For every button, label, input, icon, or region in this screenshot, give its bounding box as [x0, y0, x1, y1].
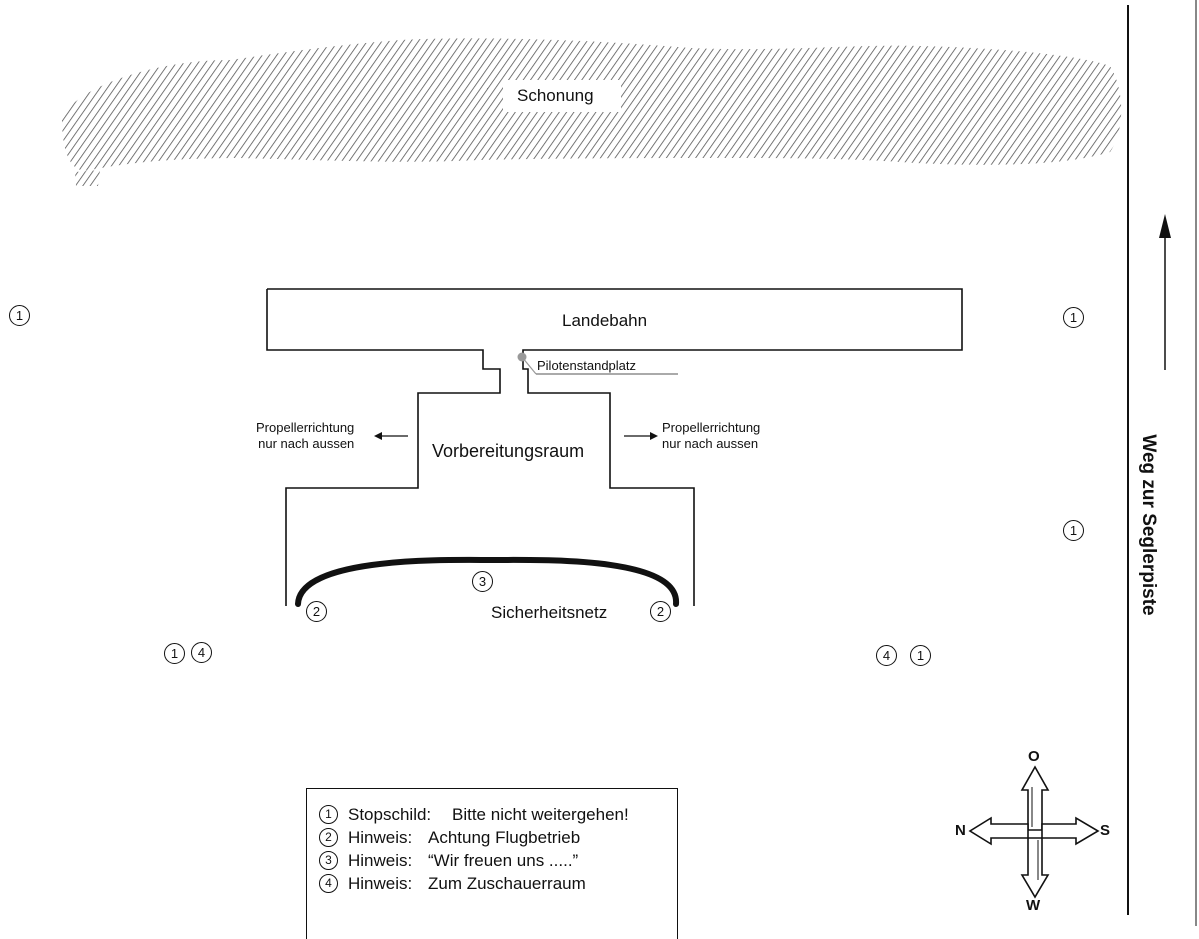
propeller-note-left: Propellerrichtung nur nach aussen	[256, 420, 354, 452]
pilot-stand-leader	[521, 356, 537, 375]
prep-area-outline-right	[527, 387, 695, 606]
legend-keyword: Hinweis:	[348, 851, 413, 870]
safety-net-label: Sicherheitsnetz	[491, 603, 608, 622]
compass-west-label: W	[1026, 897, 1041, 914]
legend-text: “Wir freuen uns .....”	[428, 851, 579, 870]
runway-outline-left	[266, 289, 501, 606]
compass-north-label: N	[955, 822, 966, 839]
legend-item: 3 Hinweis: “Wir freuen uns .....”	[319, 850, 578, 872]
legend-number: 2	[319, 828, 338, 848]
legend-item: 2 Hinweis: Achtung Flugbetrieb	[319, 827, 580, 849]
propeller-arrow-right-head	[650, 432, 658, 440]
runway-label: Landebahn	[562, 311, 648, 330]
compass-east-label: O	[1028, 748, 1040, 765]
reserve-label-bg	[503, 80, 621, 112]
legend-text: Achtung Flugbetrieb	[428, 828, 581, 847]
runway-outline	[267, 288, 963, 387]
prep-area-label: Vorbereitungsraum	[432, 441, 585, 461]
legend-text: Zum Zuschauerraum	[428, 874, 586, 893]
flight-warning-marker: 2	[650, 601, 671, 622]
propeller-note-right-line2: nur nach aussen	[662, 436, 759, 451]
legend-keyword: Hinweis:	[348, 828, 413, 847]
propeller-arrow-left-head	[374, 432, 382, 440]
legend-keyword: Hinweis:	[348, 874, 413, 893]
propeller-note-right: Propellerrichtung nur nach aussen	[662, 420, 760, 452]
legend-keyword: Stopschild:	[348, 805, 432, 824]
stop-sign-marker: 1	[164, 643, 185, 664]
legend-item: 1 Stopschild: Bitte nicht weitergehen!	[319, 804, 629, 826]
stop-sign-marker: 1	[9, 305, 30, 326]
road-label: Weg zur Seglerpiste	[1128, 405, 1168, 645]
stop-sign-marker: 1	[910, 645, 931, 666]
spectator-sign-marker: 4	[876, 645, 897, 666]
legend-item: 4 Hinweis: Zum Zuschauerraum	[319, 873, 586, 895]
legend-number: 4	[319, 874, 338, 894]
legend-text: Bitte nicht weitergehen!	[452, 805, 629, 824]
legend-number: 1	[319, 805, 338, 825]
reserve-hatched-tail	[75, 170, 100, 186]
compass-south-label: S	[1100, 822, 1111, 839]
pilot-stand-label: Pilotenstandplatz	[537, 358, 637, 373]
compass-arrows	[968, 765, 1100, 899]
road-direction-arrow-head	[1159, 214, 1171, 238]
spectator-sign-marker: 4	[191, 642, 212, 663]
propeller-note-left-line1: Propellerrichtung	[256, 420, 355, 435]
road-label-text: Weg zur Seglerpiste	[1138, 434, 1159, 616]
propeller-note-left-line2: nur nach aussen	[258, 436, 355, 451]
legend-number: 3	[319, 851, 338, 871]
welcome-sign-marker: 3	[472, 571, 493, 592]
stop-sign-marker: 1	[1063, 307, 1084, 328]
stop-sign-marker: 1	[1063, 520, 1084, 541]
flight-warning-marker: 2	[306, 601, 327, 622]
reserve-label: Schonung	[517, 86, 594, 105]
safety-net-arc	[295, 556, 680, 607]
propeller-note-right-line1: Propellerrichtung	[662, 420, 761, 435]
